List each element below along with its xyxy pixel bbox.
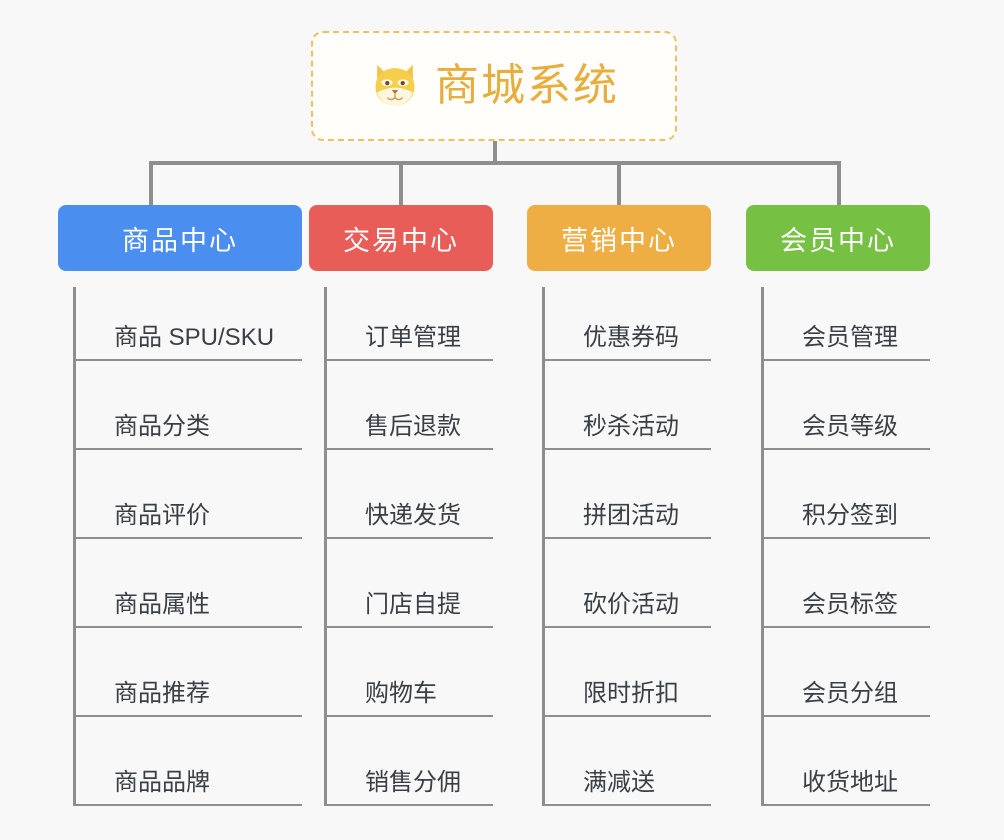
leaf-node[interactable]: 商品分类 bbox=[76, 361, 302, 450]
shiba-dog-icon bbox=[375, 64, 415, 106]
connector-stem bbox=[493, 141, 497, 163]
leaf-node[interactable]: 收货地址 bbox=[764, 717, 930, 806]
leaf-node[interactable]: 购物车 bbox=[327, 628, 493, 717]
connector-drop-1 bbox=[399, 161, 403, 205]
connector-drop-3 bbox=[837, 161, 841, 205]
leaf-node[interactable]: 商品评价 bbox=[76, 450, 302, 539]
leaf-node[interactable]: 拼团活动 bbox=[545, 450, 711, 539]
leaf-label: 商品属性 bbox=[114, 591, 210, 618]
leaf-node[interactable]: 商品属性 bbox=[76, 539, 302, 628]
leaf-label: 会员分组 bbox=[802, 680, 898, 707]
leaf-node[interactable]: 商品推荐 bbox=[76, 628, 302, 717]
connector-drop-2 bbox=[617, 161, 621, 205]
branch-items-3: 会员管理 会员等级 积分签到 会员标签 会员分组 收货地址 bbox=[761, 287, 930, 806]
branch-items-1: 订单管理 售后退款 快递发货 门店自提 购物车 销售分佣 bbox=[324, 287, 493, 806]
leaf-node[interactable]: 订单管理 bbox=[327, 287, 493, 361]
branch-items-0: 商品 SPU/SKU 商品分类 商品评价 商品属性 商品推荐 商品品牌 bbox=[73, 287, 302, 806]
leaf-label: 门店自提 bbox=[365, 591, 461, 618]
leaf-node[interactable]: 限时折扣 bbox=[545, 628, 711, 717]
leaf-label: 销售分佣 bbox=[365, 769, 461, 796]
leaf-label: 秒杀活动 bbox=[583, 413, 679, 440]
leaf-label: 购物车 bbox=[365, 680, 437, 707]
leaf-label: 快递发货 bbox=[365, 502, 461, 529]
root-title: 商城系统 bbox=[435, 61, 619, 110]
leaf-node[interactable]: 积分签到 bbox=[764, 450, 930, 539]
leaf-label: 订单管理 bbox=[365, 324, 461, 351]
leaf-node[interactable]: 秒杀活动 bbox=[545, 361, 711, 450]
branch-column-2: 营销中心 优惠券码 秒杀活动 拼团活动 砍价活动 限时折扣 满减送 bbox=[527, 205, 711, 806]
leaf-node[interactable]: 会员管理 bbox=[764, 287, 930, 361]
leaf-label: 商品品牌 bbox=[114, 769, 210, 796]
leaf-label: 满减送 bbox=[583, 769, 655, 796]
branch-header-3[interactable]: 会员中心 bbox=[746, 205, 930, 271]
leaf-label: 收货地址 bbox=[802, 769, 898, 796]
leaf-node[interactable]: 优惠券码 bbox=[545, 287, 711, 361]
leaf-node[interactable]: 销售分佣 bbox=[327, 717, 493, 806]
connector-bus bbox=[149, 161, 841, 165]
leaf-label: 商品评价 bbox=[114, 502, 210, 529]
leaf-label: 售后退款 bbox=[365, 413, 461, 440]
leaf-label: 积分签到 bbox=[802, 502, 898, 529]
leaf-node[interactable]: 会员标签 bbox=[764, 539, 930, 628]
branch-column-1: 交易中心 订单管理 售后退款 快递发货 门店自提 购物车 销售分佣 bbox=[309, 205, 493, 806]
leaf-node[interactable]: 砍价活动 bbox=[545, 539, 711, 628]
leaf-node[interactable]: 商品品牌 bbox=[76, 717, 302, 806]
connector-drop-0 bbox=[149, 161, 153, 205]
leaf-label: 砍价活动 bbox=[583, 591, 679, 618]
leaf-label: 限时折扣 bbox=[583, 680, 679, 707]
leaf-node[interactable]: 快递发货 bbox=[327, 450, 493, 539]
leaf-label: 拼团活动 bbox=[583, 502, 679, 529]
root-node[interactable]: 商城系统 bbox=[311, 31, 677, 141]
leaf-node[interactable]: 商品 SPU/SKU bbox=[76, 287, 302, 361]
leaf-label: 会员标签 bbox=[802, 591, 898, 618]
leaf-label: 商品分类 bbox=[114, 413, 210, 440]
leaf-label: 会员等级 bbox=[802, 413, 898, 440]
leaf-node[interactable]: 会员分组 bbox=[764, 628, 930, 717]
branch-header-2[interactable]: 营销中心 bbox=[527, 205, 711, 271]
branch-header-0[interactable]: 商品中心 bbox=[58, 205, 302, 271]
leaf-label: 商品 SPU/SKU bbox=[114, 324, 275, 351]
leaf-node[interactable]: 售后退款 bbox=[327, 361, 493, 450]
branch-header-1[interactable]: 交易中心 bbox=[309, 205, 493, 271]
branch-items-2: 优惠券码 秒杀活动 拼团活动 砍价活动 限时折扣 满减送 bbox=[542, 287, 711, 806]
branch-column-3: 会员中心 会员管理 会员等级 积分签到 会员标签 会员分组 收货地址 bbox=[746, 205, 930, 806]
leaf-node[interactable]: 满减送 bbox=[545, 717, 711, 806]
leaf-node[interactable]: 门店自提 bbox=[327, 539, 493, 628]
leaf-label: 会员管理 bbox=[802, 324, 898, 351]
leaf-node[interactable]: 会员等级 bbox=[764, 361, 930, 450]
leaf-label: 商品推荐 bbox=[114, 680, 210, 707]
branch-column-0: 商品中心 商品 SPU/SKU 商品分类 商品评价 商品属性 商品推荐 商品品牌 bbox=[58, 205, 302, 806]
leaf-label: 优惠券码 bbox=[583, 324, 679, 351]
